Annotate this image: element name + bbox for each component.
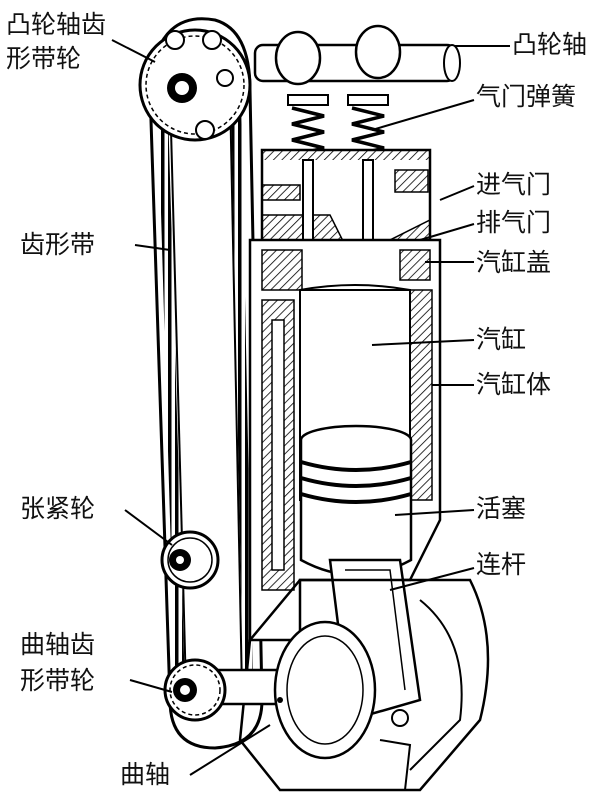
label-camshaft-pulley-2: 形带轮 [6, 44, 82, 73]
label-camshaft: 凸轮轴 [512, 30, 588, 59]
crankcase [238, 578, 490, 792]
camshaft-pulley [138, 28, 252, 142]
label-timing-belt: 齿形带 [20, 230, 96, 259]
label-cylinder: 汽缸 [476, 325, 527, 354]
label-exhaust-valve: 排气门 [476, 208, 552, 237]
piston [299, 424, 413, 577]
label-valve-spring: 气门弹簧 [476, 82, 577, 111]
label-crank-pulley-1: 曲轴齿 [20, 630, 96, 659]
label-cylinder-block: 汽缸体 [476, 370, 552, 399]
label-tensioner: 张紧轮 [20, 494, 96, 523]
leader-lines [111, 39, 510, 776]
label-crankshaft: 曲轴 [120, 760, 171, 789]
crankshaft [193, 620, 377, 760]
label-connecting-rod: 连杆 [476, 550, 527, 579]
camshaft [253, 24, 461, 86]
label-intake-valve: 进气门 [476, 170, 552, 199]
cylinder-head [260, 148, 432, 247]
label-piston: 活塞 [476, 494, 527, 523]
label-cylinder-head: 汽缸盖 [476, 248, 552, 277]
label-crank-pulley-2: 形带轮 [20, 666, 96, 695]
tensioner-pulley [160, 530, 220, 590]
label-camshaft-pulley-1: 凸轮轴齿 [6, 10, 107, 39]
crank-pulley [163, 658, 227, 722]
